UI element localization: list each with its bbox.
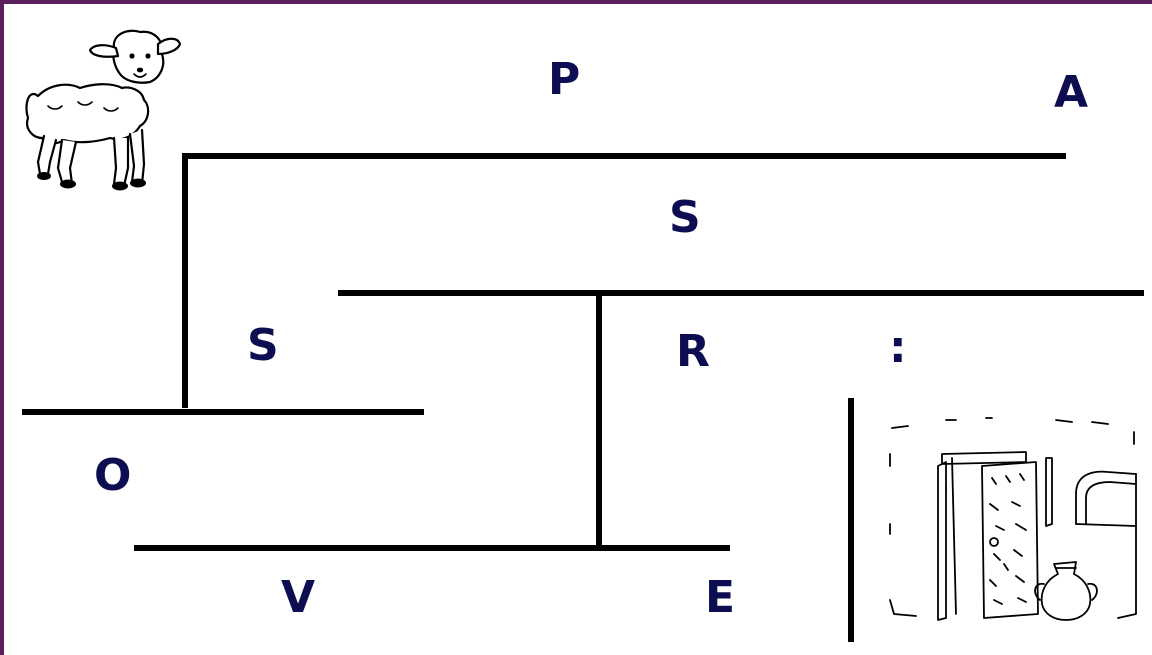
maze-wall-middle [338, 290, 1144, 296]
maze-letter-a: A [1054, 67, 1089, 118]
maze-colon: : [889, 322, 907, 373]
maze-letter-s-lower: S [247, 320, 279, 371]
maze-wall-center-vertical [596, 290, 602, 548]
lamb-icon [25, 29, 182, 191]
maze-wall-top [182, 153, 1066, 159]
doorway-with-jar-icon [889, 417, 1137, 621]
maze-letter-r: R [676, 326, 710, 377]
maze-wall-lower-left [22, 409, 424, 415]
maze-letter-v: V [281, 572, 316, 623]
maze-letter-o: O [94, 450, 132, 501]
maze-wall-bottom [134, 545, 730, 551]
maze-letter-e: E [705, 572, 736, 623]
maze-wall-goal-divider [848, 398, 854, 642]
maze-letter-p: P [548, 54, 581, 105]
maze-letter-s-upper: S [669, 192, 701, 243]
maze-wall-left-vertical [182, 153, 188, 408]
